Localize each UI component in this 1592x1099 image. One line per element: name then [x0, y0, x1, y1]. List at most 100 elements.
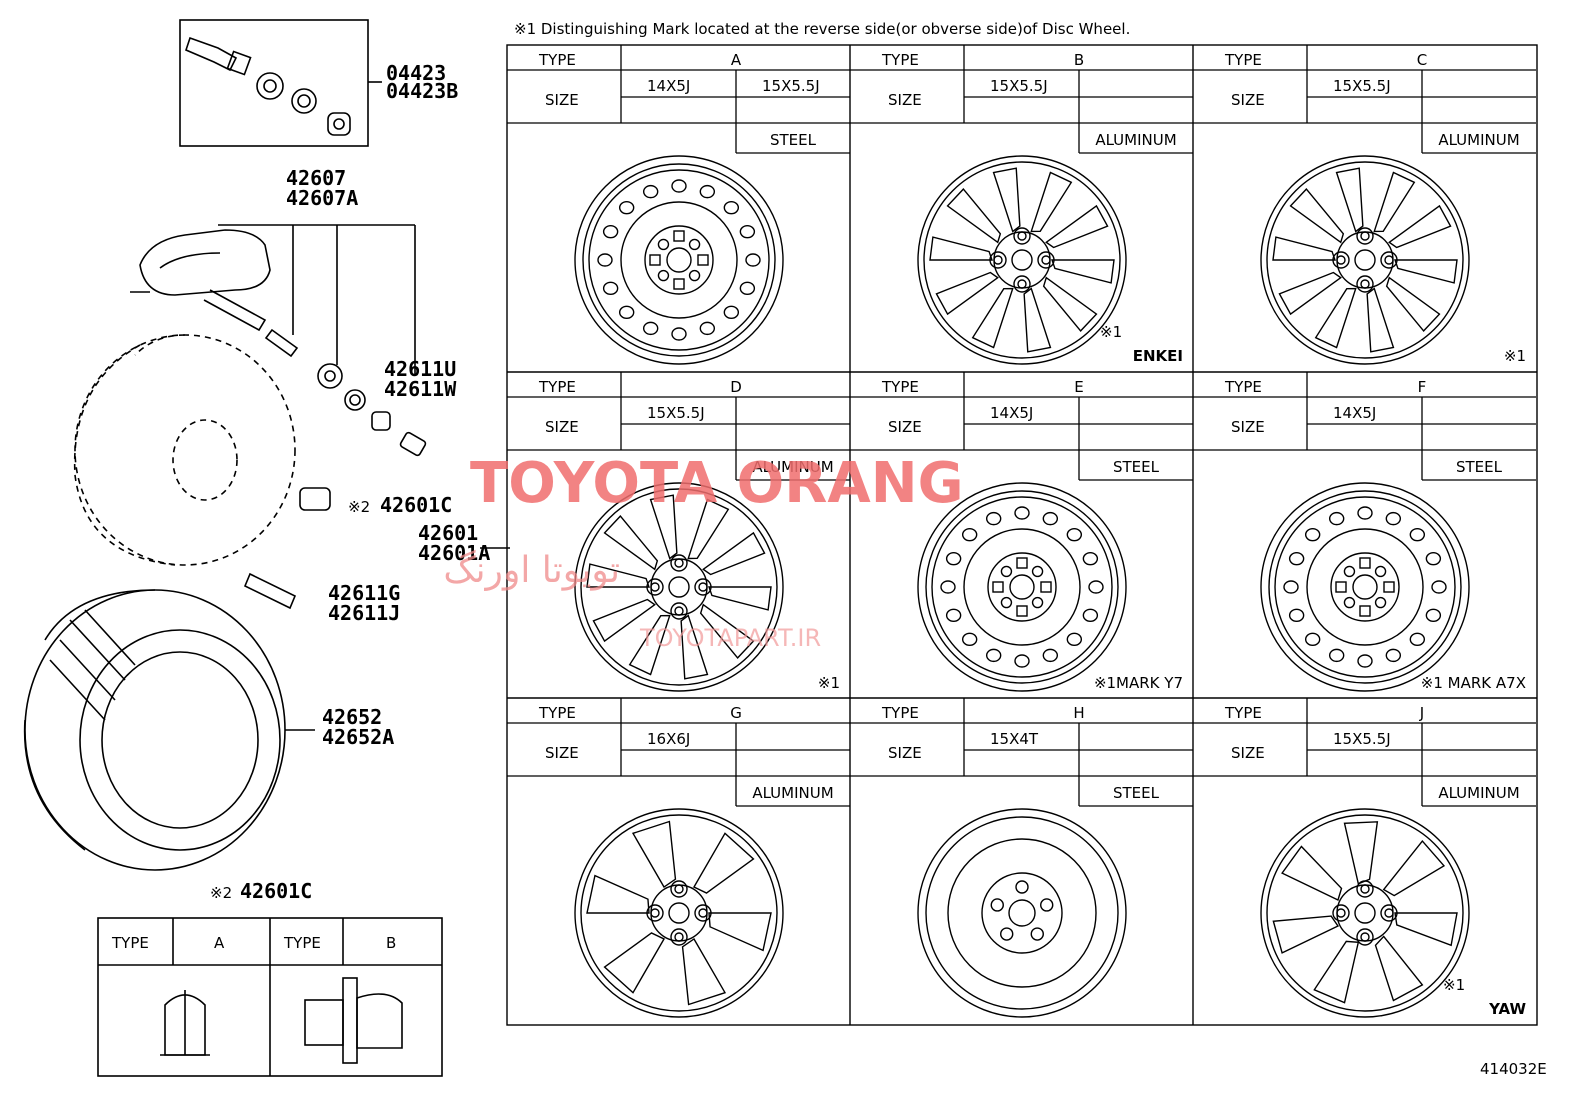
nut-table	[97, 917, 443, 1077]
wheel-type-c-grid	[1193, 45, 1536, 154]
wheel-type-c-type-label: TYPE	[1224, 51, 1262, 69]
wheel-type-d-size-label: SIZE	[545, 418, 579, 436]
wheel-type-h-size-label: SIZE	[888, 744, 922, 762]
wheel-type-j-grid	[1193, 698, 1536, 807]
figure-id: 414032E	[1480, 1060, 1547, 1078]
wheel-type-a-grid	[507, 45, 850, 154]
part-42652A: 42652A	[322, 725, 394, 749]
watermark-line3: TOYOTAPART.IR	[639, 624, 821, 652]
wheel-type-g-grid	[507, 698, 850, 807]
wheel-type-f-size-label: SIZE	[1231, 418, 1265, 436]
wheel-type-f-type-label: TYPE	[1224, 378, 1262, 396]
wheel-type-g-type-label: TYPE	[538, 704, 576, 722]
watermark-line2: تویوتا اورنگ	[443, 549, 620, 591]
wheel-type-f-drawing	[1260, 482, 1470, 692]
valve-kit-box	[179, 19, 369, 147]
wheel-type-a-type-label: TYPE	[538, 51, 576, 69]
wheel-type-c-type-letter: C	[1417, 51, 1427, 69]
valve-kit-parts	[185, 36, 351, 136]
nut-table-type-label-b: TYPE	[283, 934, 321, 952]
nut-table-ref: ※2	[210, 884, 232, 902]
wheel-type-h-drawing	[917, 808, 1127, 1018]
wheel-type-f-type-letter: F	[1418, 378, 1427, 396]
wheel-type-b-size-label: SIZE	[888, 91, 922, 109]
wheel-type-j-drawing	[1260, 808, 1470, 1018]
wheel-type-d-size-0: 15X5.5J	[647, 404, 705, 422]
wheel-type-f-size-0: 14X5J	[1333, 404, 1376, 422]
wheel-type-a-type-letter: A	[731, 51, 742, 69]
wheel-type-a-material: STEEL	[770, 131, 817, 149]
wheel-type-g-size-label: SIZE	[545, 744, 579, 762]
nut-type-b-drawing	[304, 977, 403, 1064]
nut-table-type-a: A	[214, 934, 225, 952]
wheel-bolt	[299, 487, 331, 511]
part-42601A: 42601A	[418, 541, 490, 565]
wheel-type-e-grid	[850, 372, 1193, 481]
part-42611W: 42611W	[384, 377, 457, 401]
wheel-type-j-type-label: TYPE	[1224, 704, 1262, 722]
wheel-outline-dashed	[73, 334, 296, 566]
wheel-type-h-type-label: TYPE	[881, 704, 919, 722]
wheel-type-e-size-label: SIZE	[888, 418, 922, 436]
wheel-type-e-mark: ※1MARK Y7	[1094, 674, 1183, 692]
wheel-type-e-type-letter: E	[1074, 378, 1083, 396]
part-42601: 42601	[418, 521, 478, 545]
wheel-type-g-drawing	[574, 808, 784, 1018]
wheel-type-e-type-label: TYPE	[881, 378, 919, 396]
wheel-type-c-size-label: SIZE	[1231, 91, 1265, 109]
wheel-type-g-material: ALUMINUM	[752, 784, 833, 802]
part-04423: 04423	[386, 61, 446, 85]
part-04423B: 04423B	[386, 79, 458, 103]
wheel-type-e-material: STEEL	[1113, 458, 1160, 476]
wheel-type-f-grid	[1193, 372, 1536, 481]
watermark-line1: TOYOTA ORANG	[470, 451, 964, 516]
wheel-type-d-material: ALUMINUM	[752, 458, 833, 476]
wheel-type-c-drawing	[1260, 155, 1470, 365]
part-42611U: 42611U	[384, 357, 456, 381]
wheel-type-b-drawing	[917, 155, 1127, 365]
wheel-type-b-grid	[850, 45, 1193, 154]
nut-ref-mark: ※2	[348, 498, 370, 516]
wheel-type-f-material: STEEL	[1456, 458, 1503, 476]
wheel-type-e-size-0: 14X5J	[990, 404, 1033, 422]
wheel-type-a-size-label: SIZE	[545, 91, 579, 109]
valve-stem-parts	[264, 328, 427, 457]
wheel-type-g-size-0: 16X6J	[647, 730, 690, 748]
nut-table-title: 42601C	[240, 879, 312, 903]
wheel-cell-texts: TYPE A SIZE 14X5J 15X5.5J STEEL TYPE B SIZE 15X5.…	[538, 51, 1526, 1018]
nut-table-type-b: B	[386, 934, 396, 952]
nut-table-type-label-a: TYPE	[111, 934, 149, 952]
wheel-type-j-mark: YAW	[1488, 1000, 1526, 1018]
wheel-type-d-drawing	[574, 482, 784, 692]
wheel-type-d-mark: ※1	[818, 674, 840, 692]
part-42607A: 42607A	[286, 186, 358, 210]
part-42607: 42607	[286, 166, 346, 190]
wheel-type-f-mark: ※1 MARK A7X	[1421, 674, 1526, 692]
wheel-type-h-type-letter: H	[1073, 704, 1084, 722]
wheel-type-j-type-letter: J	[1419, 704, 1424, 722]
wheel-cell-grids	[507, 45, 1536, 807]
wheel-type-c-mark: ※1	[1504, 347, 1526, 365]
wheel-type-a-size-1: 15X5.5J	[762, 77, 820, 95]
part-42611J: 42611J	[328, 601, 400, 625]
wheel-table-grid	[506, 44, 1538, 1026]
wheel-type-j-material: ALUMINUM	[1438, 784, 1519, 802]
wheel-type-b-mark: ENKEI	[1133, 347, 1183, 365]
part-42652: 42652	[322, 705, 382, 729]
header-note: ※1 Distinguishing Mark located at the re…	[514, 20, 1130, 38]
wheel-type-j-size-0: 15X5.5J	[1333, 730, 1391, 748]
wheel-type-d-type-label: TYPE	[538, 378, 576, 396]
wheel-type-b-type-label: TYPE	[881, 51, 919, 69]
wheel-type-b-mark-ref: ※1	[1100, 323, 1122, 341]
wheel-type-b-type-letter: B	[1074, 51, 1084, 69]
wheel-type-d-grid	[507, 372, 850, 481]
part-42601C: 42601C	[380, 493, 452, 517]
wheel-type-a-size-0: 14X5J	[647, 77, 690, 95]
wheel-type-j-size-label: SIZE	[1231, 744, 1265, 762]
tpms-sensor	[130, 229, 271, 332]
wheel-type-e-drawing	[917, 482, 1127, 692]
wheel-type-a-drawing	[574, 155, 784, 365]
wheel-type-h-material: STEEL	[1113, 784, 1160, 802]
valve-stem	[243, 572, 297, 610]
